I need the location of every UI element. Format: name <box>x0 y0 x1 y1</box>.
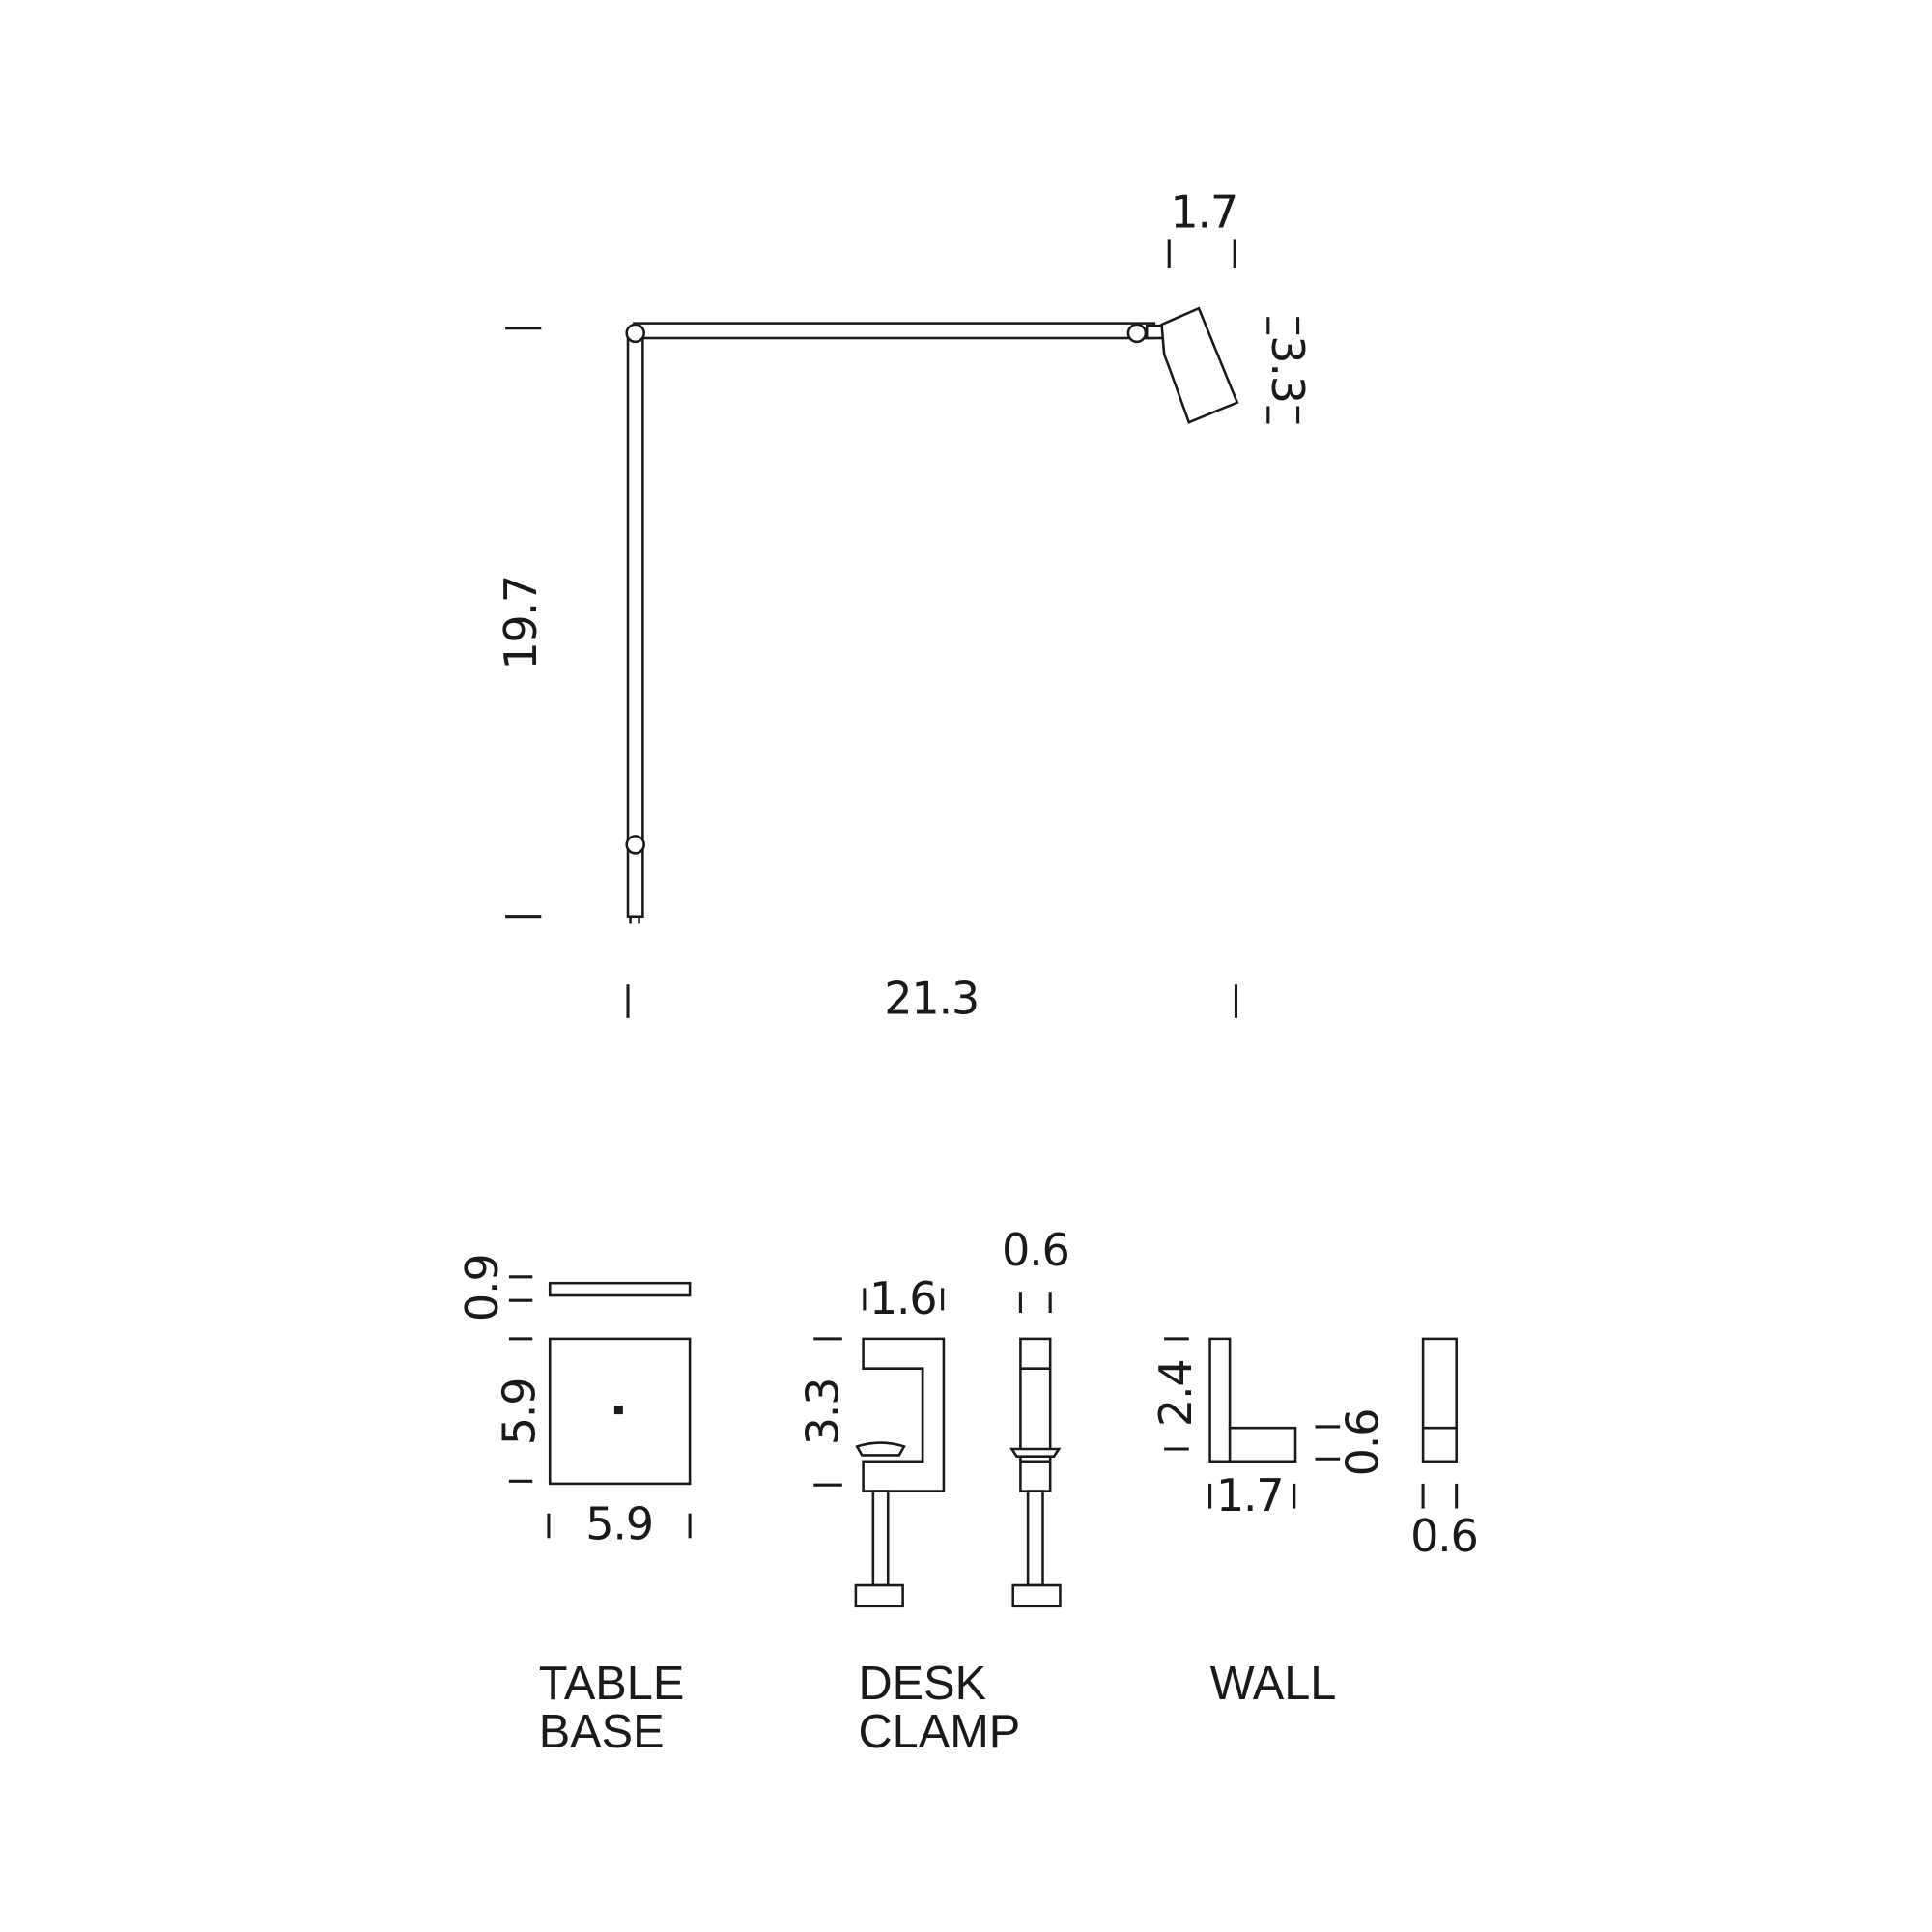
dim-wall-foot-height: 0.6 <box>1337 1409 1389 1477</box>
base-joint <box>625 835 645 855</box>
lamp-drawing <box>625 306 1239 924</box>
clamp-body <box>862 1337 946 1492</box>
dim-head-width: 1.7 <box>1170 186 1237 239</box>
wall-mount-drawing: 2.4 1.7 0.6 0.6 WALL <box>1150 1337 1479 1710</box>
dim-arm-reach: 21.3 <box>884 973 979 1025</box>
clamp-side-pad <box>1009 1447 1062 1458</box>
label-clamp: CLAMP <box>858 1706 1020 1758</box>
dim-head-height: 3.3 <box>1262 335 1314 403</box>
label-table: TABLE <box>539 1658 685 1710</box>
head-joint <box>1126 323 1148 344</box>
clamp-screw <box>871 1490 890 1587</box>
clamp-pad <box>855 1441 906 1457</box>
dim-base-depth: 5.9 <box>494 1378 546 1446</box>
dim-wall-height: 2.4 <box>1150 1360 1202 1428</box>
horizontal-arm <box>633 322 1156 340</box>
table-base-drawing: 0.9 5.9 5.9 TABLE BASE <box>456 1255 692 1758</box>
clamp-foot <box>854 1583 904 1608</box>
dim-arm-height: 19.7 <box>495 576 547 670</box>
label-desk: DESK <box>858 1658 986 1710</box>
dim-wall-side-width: 0.6 <box>1410 1510 1478 1562</box>
dim-base-thickness: 0.9 <box>456 1255 508 1322</box>
dim-base-width: 5.9 <box>585 1497 653 1549</box>
dim-clamp-side-width: 0.6 <box>1002 1224 1069 1276</box>
dim-wall-width: 1.7 <box>1216 1469 1284 1521</box>
label-base: BASE <box>539 1706 665 1758</box>
wall-bracket <box>1208 1337 1297 1463</box>
lamp-dimensions: 1.7 3.3 19.7 21.3 <box>495 186 1314 1025</box>
lamp-head <box>1160 306 1239 424</box>
label-wall: WALL <box>1210 1658 1337 1710</box>
elbow-joint <box>625 323 645 344</box>
dim-clamp-width: 1.6 <box>869 1272 937 1324</box>
clamp-side <box>1019 1337 1052 1492</box>
wall-bracket-side <box>1421 1337 1458 1463</box>
desk-clamp-drawing: 1.6 3.3 0.6 DESK CLAMP <box>797 1224 1070 1758</box>
mount-point <box>613 1406 623 1415</box>
vertical-arm <box>626 330 644 918</box>
dim-clamp-height: 3.3 <box>797 1378 849 1446</box>
base-plate-side <box>548 1281 692 1297</box>
